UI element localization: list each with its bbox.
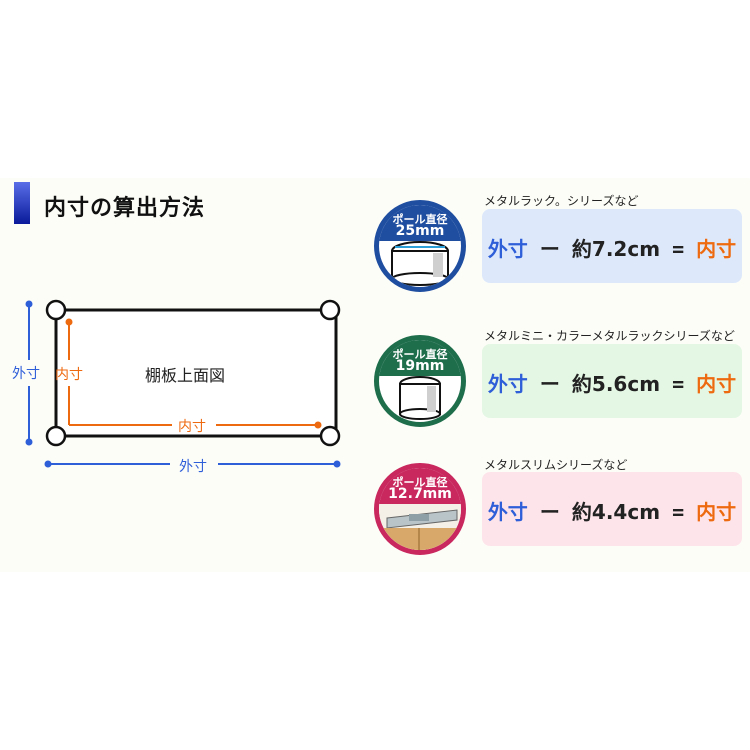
pole-bottom-right <box>319 425 341 447</box>
inner-vertical-label: 内寸 <box>55 367 83 383</box>
inner-vertical-end-top <box>65 318 73 326</box>
badge-size: 25mm <box>395 223 445 239</box>
pole-icon <box>379 205 461 286</box>
series-name-2: メタルミニ・カラーメタルラックシリーズなど <box>484 329 735 343</box>
inner-horizontal-end-right <box>314 421 322 429</box>
series-name-3: メタルスリムシリーズなど <box>484 458 628 472</box>
outer-vertical-end-bottom <box>25 438 33 446</box>
badge-title: ポール直径 <box>392 348 448 361</box>
title-accent-bar <box>14 182 30 224</box>
shelf-outline <box>54 308 338 438</box>
inner-horizontal-label: 内寸 <box>178 419 206 435</box>
formula-panel-3: 外寸 ー 約4.4cm = 内寸 <box>482 472 742 546</box>
badge-title: ポール直径 <box>392 476 448 489</box>
outer-vertical-label: 外寸 <box>12 366 40 382</box>
pole-badge-19mm: ポール直径 19mm <box>374 335 466 427</box>
formula-panel-2: 外寸 ー 約5.6cm = 内寸 <box>482 344 742 418</box>
outer-vertical-end-top <box>25 300 33 308</box>
formula-1: 外寸 ー 約7.2cm = 内寸 <box>487 237 737 261</box>
pole-badge-12-7mm: ポール直径 12.7mm <box>374 463 466 555</box>
series-name-1: メタルラック。シリーズなど <box>484 194 639 208</box>
pole-icon <box>379 340 461 420</box>
outer-horizontal-label: 外寸 <box>179 459 207 475</box>
shelf-top-view-label: 棚板上面図 <box>145 366 226 385</box>
formula-2: 外寸 ー 約5.6cm = 内寸 <box>487 372 737 396</box>
shelf-diagram <box>25 299 341 468</box>
pole-badge-25mm: ポール直径 25mm <box>374 200 466 292</box>
pole-top-left <box>45 299 67 321</box>
formula-3: 外寸 ー 約4.4cm = 内寸 <box>487 500 737 524</box>
outer-horizontal-end-left <box>44 460 52 468</box>
badge-title: ポール直径 <box>392 213 448 226</box>
page-title: 内寸の算出方法 <box>44 196 206 221</box>
badge-size: 12.7mm <box>388 486 452 502</box>
pole-top-right <box>319 299 341 321</box>
formula-panel-1: 外寸 ー 約7.2cm = 内寸 <box>482 209 742 283</box>
pole-bottom-left <box>45 425 67 447</box>
kitchen-sink-icon <box>379 468 461 550</box>
badge-size: 19mm <box>395 358 445 374</box>
outer-horizontal-end-right <box>333 460 341 468</box>
